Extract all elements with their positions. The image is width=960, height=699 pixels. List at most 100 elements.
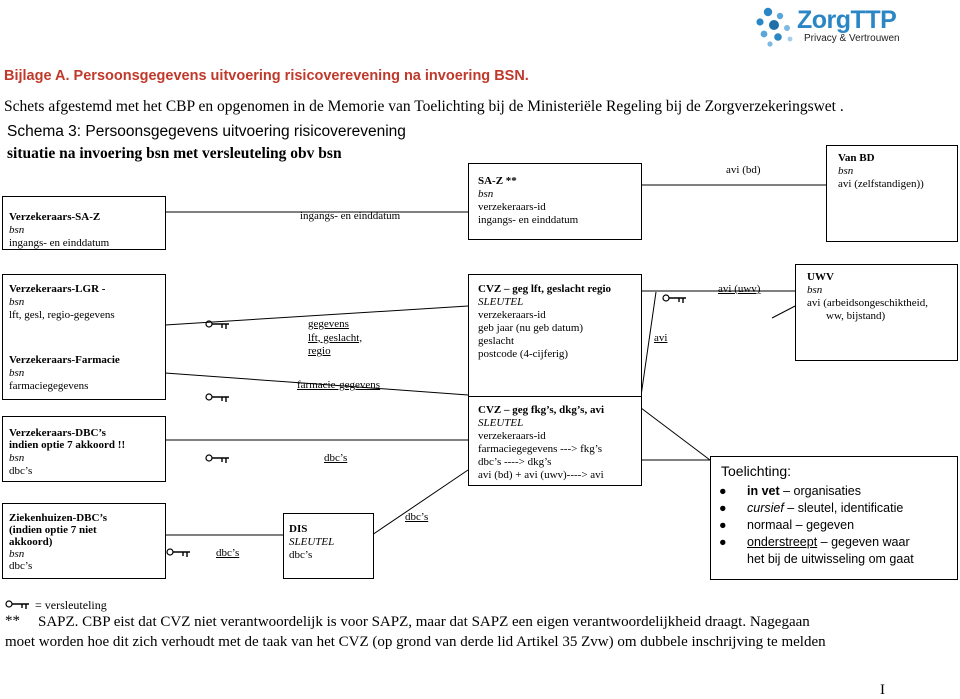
box-line: bsn bbox=[807, 284, 823, 296]
box-line: lft, gesl, regio-gegevens bbox=[9, 309, 115, 321]
box-title: akkoord) bbox=[9, 536, 53, 548]
legend-key-icon bbox=[5, 600, 29, 609]
box-line: SLEUTEL bbox=[478, 296, 524, 308]
box-line: geb jaar (nu geb datum) bbox=[478, 322, 584, 334]
box-title: Ziekenhuizen-DBC’s bbox=[9, 512, 107, 524]
box-van-bd: Van BD bsn avi (zelfstandigen)) bbox=[826, 145, 958, 242]
toelichting-item: ●normaal – gegeven bbox=[719, 518, 855, 532]
toelichting-list: ●in vet – organisaties ●cursief – sleute… bbox=[719, 483, 914, 568]
key-icon bbox=[205, 454, 229, 463]
box-line: bsn bbox=[9, 548, 25, 560]
toelichting-item: ●in vet – organisaties bbox=[719, 484, 861, 498]
box-line: postcode (4-cijferig) bbox=[478, 348, 569, 360]
box-line: avi (zelfstandigen)) bbox=[838, 178, 924, 190]
box-ziekenhuizen-dbc: Ziekenhuizen-DBC’s (indien optie 7 niet … bbox=[2, 503, 166, 579]
edge-label-dbcs: dbc’s bbox=[324, 452, 348, 464]
box-line: farmaciegegevens bbox=[9, 380, 89, 392]
box-title: Verzekeraars-LGR - bbox=[9, 283, 106, 295]
toelichting-desc: – gegeven bbox=[792, 518, 855, 532]
box-title: DIS bbox=[289, 523, 308, 535]
box-cvz-fkg-dkg: CVZ – geg fkg’s, dkg’s, avi SLEUTEL verz… bbox=[468, 396, 642, 486]
schema-line-1: Schema 3: Persoonsgegevens uitvoering ri… bbox=[7, 123, 406, 140]
box-line: bsn bbox=[9, 224, 25, 236]
footnote-line-2: moet worden hoe dit zich verhoudt met de… bbox=[5, 634, 826, 650]
box-line: ingangs- en einddatum bbox=[478, 214, 579, 226]
box-line: bsn bbox=[9, 452, 25, 464]
box-title: Verzekeraars-Farmacie bbox=[9, 354, 120, 366]
toelichting-item: ●onderstreept – gegeven waar bbox=[719, 535, 910, 549]
brand-logo: ZorgTTP Privacy & Vertrouwen bbox=[750, 0, 960, 55]
toelichting-desc: – sleutel, identificatie bbox=[783, 501, 904, 515]
box-toelichting: Toelichting: ●in vet – organisaties ●cur… bbox=[710, 456, 958, 580]
key-icon bbox=[205, 320, 229, 329]
brand-tagline: Privacy & Vertrouwen bbox=[804, 33, 900, 44]
box-uwv: UWV bsn avi (arbeidsongeschiktheid, ww, … bbox=[795, 264, 958, 361]
brand-mark-icon bbox=[756, 7, 793, 47]
edge-label-line: regio bbox=[308, 345, 331, 357]
footnote-line-1: SAPZ. CBP eist dat CVZ niet verantwoorde… bbox=[38, 614, 810, 630]
box-line: bsn bbox=[9, 296, 25, 308]
box-line: verzekeraars-id bbox=[478, 201, 546, 213]
box-line: geslacht bbox=[478, 335, 515, 347]
box-line: bsn bbox=[838, 165, 854, 177]
edge-label-line: lft, geslacht, bbox=[308, 331, 363, 344]
edge-label-farmacie: farmacie-gegevens bbox=[297, 379, 381, 391]
edge-label-ingangs: ingangs- en einddatum bbox=[300, 210, 401, 222]
toelichting-item: ●cursief – sleutel, identificatie bbox=[719, 501, 904, 515]
box-title: (indien optie 7 niet bbox=[9, 524, 97, 536]
edge-label-gegevens: gegevens lft, geslacht, regio bbox=[308, 318, 362, 359]
schema-title-box: Schema 3: Persoonsgegevens uitvoering ri… bbox=[7, 120, 462, 166]
toelichting-desc: – organisaties bbox=[779, 484, 861, 498]
box-line: verzekeraars-id bbox=[478, 309, 546, 321]
box-title: SA-Z ** bbox=[478, 175, 517, 187]
toelichting-term: cursief bbox=[747, 501, 784, 515]
toelichting-desc: het bij de uitwisseling om gaat bbox=[747, 552, 914, 566]
box-title: Van BD bbox=[838, 152, 875, 164]
box-line: dbc’s ----> dkg’s bbox=[478, 456, 552, 468]
toelichting-term: normaal bbox=[747, 518, 793, 532]
legend-label: = versleuteling bbox=[35, 598, 107, 612]
box-line: bsn bbox=[478, 188, 494, 200]
box-line: verzekeraars-id bbox=[478, 430, 546, 442]
edge-label-avi-uwv: avi (uwv) bbox=[718, 283, 761, 295]
page-subtitle: Schets afgestemd met het CBP en opgenome… bbox=[4, 98, 844, 115]
page-title: Bijlage A. Persoonsgegevens uitvoering r… bbox=[4, 68, 529, 84]
box-line: SLEUTEL bbox=[289, 536, 335, 548]
edge-label-avi: avi bbox=[654, 332, 668, 344]
key-icon bbox=[205, 393, 229, 402]
edge-label-avi-bd: avi (bd) bbox=[726, 164, 761, 176]
key-icon bbox=[662, 294, 686, 303]
box-line: dbc’s bbox=[9, 465, 33, 477]
box-line: SLEUTEL bbox=[478, 417, 524, 429]
box-cvz-lft-geslacht: CVZ – geg lft, geslacht regio SLEUTEL ve… bbox=[468, 274, 642, 399]
toelichting-desc: – gegeven waar bbox=[817, 535, 910, 549]
footnote-mark: ** bbox=[5, 613, 20, 629]
box-line: dbc’s bbox=[9, 560, 33, 572]
edge-label-dbcs-zkh: dbc’s bbox=[216, 547, 240, 559]
edge-label-dbcs-cvz: dbc’s bbox=[405, 511, 429, 523]
box-dis: DIS SLEUTEL dbc’s bbox=[283, 513, 374, 579]
box-verzekeraars-saz: Verzekeraars-SA-Z bsn ingangs- en eindda… bbox=[2, 196, 166, 250]
box-title: UWV bbox=[807, 271, 834, 283]
box-line: dbc’s bbox=[289, 549, 313, 561]
toelichting-term: onderstreept bbox=[747, 535, 818, 549]
key-icon bbox=[166, 548, 190, 557]
toelichting-title: Toelichting: bbox=[721, 463, 792, 479]
brand-name: ZorgTTP bbox=[797, 6, 897, 34]
edge-label-line: gegevens bbox=[308, 318, 349, 330]
box-line: ingangs- en einddatum bbox=[9, 237, 110, 249]
box-verzekeraars-dbc: Verzekeraars-DBC’s indien optie 7 akkoor… bbox=[2, 416, 166, 482]
schema-line-2: situatie na invoering bsn met versleutel… bbox=[7, 145, 342, 162]
box-title: Verzekeraars-DBC’s bbox=[9, 427, 106, 439]
box-title: CVZ – geg lft, geslacht regio bbox=[478, 283, 611, 295]
toelichting-term: in vet bbox=[747, 484, 780, 498]
box-saz: SA-Z ** bsn verzekeraars-id ingangs- en … bbox=[468, 163, 642, 240]
toelichting-item: het bij de uitwisseling om gaat bbox=[719, 551, 914, 568]
page-mark: I bbox=[880, 682, 885, 698]
box-line: bsn bbox=[9, 367, 25, 379]
box-line: farmaciegegevens ---> fkg’s bbox=[478, 443, 603, 455]
box-verzekeraars-lgr-farmacie: Verzekeraars-LGR - bsn lft, gesl, regio-… bbox=[2, 274, 166, 400]
box-title: Verzekeraars-SA-Z bbox=[9, 211, 101, 223]
box-title: indien optie 7 akkoord !! bbox=[9, 439, 126, 451]
box-line: avi (bd) + avi (uwv)----> avi bbox=[478, 469, 604, 481]
